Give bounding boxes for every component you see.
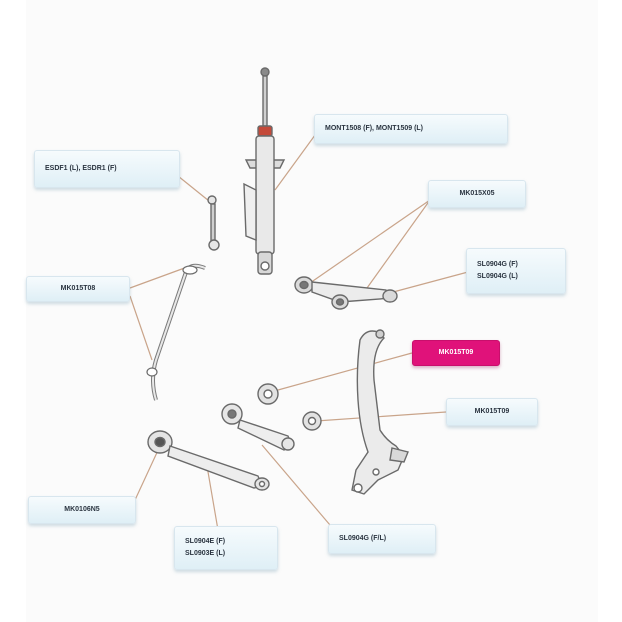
- knuckle-bushings-shape: [257, 383, 322, 431]
- stabilizer-link-shape: [207, 195, 220, 251]
- callout-upper-control-arms-line-2: SL0904G (L): [477, 273, 518, 280]
- callout-stabilizer-link: ESDF1 (L), ESDR1 (F): [34, 150, 180, 188]
- leader-line-front-strut: [274, 130, 319, 191]
- callout-upper-arm-bushing-line-1: MK015X05: [459, 190, 495, 197]
- lower-arm-assembly-shape: [147, 430, 270, 491]
- leader-line-upper-control-arms: [381, 271, 469, 296]
- callout-lower-control-arms: SL0904E (F) SL0903E (L): [174, 526, 278, 570]
- callout-upper-control-arms: SL0904G (F) SL0904G (L): [466, 248, 566, 294]
- front-strut-shape: [243, 67, 286, 275]
- leader-line-lower-arm-bushing: [134, 445, 161, 501]
- callout-stabilizer-bar: MK015T08: [26, 276, 130, 302]
- callout-knuckle-bushing-highlight-line-1: MK015T09: [438, 349, 474, 356]
- callout-lower-control-arms-line-2: SL0903E (L): [185, 550, 226, 557]
- steering-knuckle-shape: [351, 329, 409, 495]
- callout-knuckle-bushing-highlight: MK015T09: [412, 340, 500, 366]
- callout-stabilizer-bar-line-1: MK015T08: [60, 285, 96, 292]
- callout-toe-link: SL0904G (F/L): [328, 524, 436, 554]
- callout-stabilizer-link-line-1: ESDF1 (L), ESDR1 (F): [45, 165, 117, 172]
- leader-line-toe-link: [261, 444, 331, 526]
- callout-upper-control-arms-line-1: SL0904G (F): [477, 261, 518, 268]
- callout-lower-arm-bushing-line-1: MK0106N5: [64, 506, 100, 513]
- leader-line-upper-arm-bushing-b: [361, 199, 431, 296]
- callout-lower-arm-bushing: MK0106N5: [28, 496, 136, 524]
- leader-line-knuckle-bushing-highlight: [277, 352, 413, 391]
- leader-line-stabilizer-bar-a: [129, 265, 191, 289]
- callout-upper-arm-bushing: MK015X05: [428, 180, 526, 208]
- toe-link-shape: [221, 403, 295, 451]
- leader-lines: [129, 130, 469, 531]
- callout-front-strut: MONT1508 (F), MONT1509 (L): [314, 114, 508, 144]
- callout-lower-control-arms-line-1: SL0904E (F): [185, 538, 226, 545]
- leader-line-knuckle-bushing: [315, 411, 447, 422]
- leader-line-lower-control-arms: [206, 465, 219, 531]
- stabilizer-bar-shape: [146, 263, 206, 401]
- upper-arm-assembly-shape: [294, 276, 398, 310]
- callout-toe-link-line-1: SL0904G (F/L): [339, 535, 387, 542]
- callout-knuckle-bushing: MK015T09: [446, 398, 538, 426]
- leader-line-upper-arm-bushing-a: [309, 199, 431, 284]
- callout-knuckle-bushing-line-1: MK015T09: [474, 408, 510, 415]
- leader-line-stabilizer-bar-b: [129, 295, 153, 361]
- callout-front-strut-line-1: MONT1508 (F), MONT1509 (L): [325, 125, 424, 132]
